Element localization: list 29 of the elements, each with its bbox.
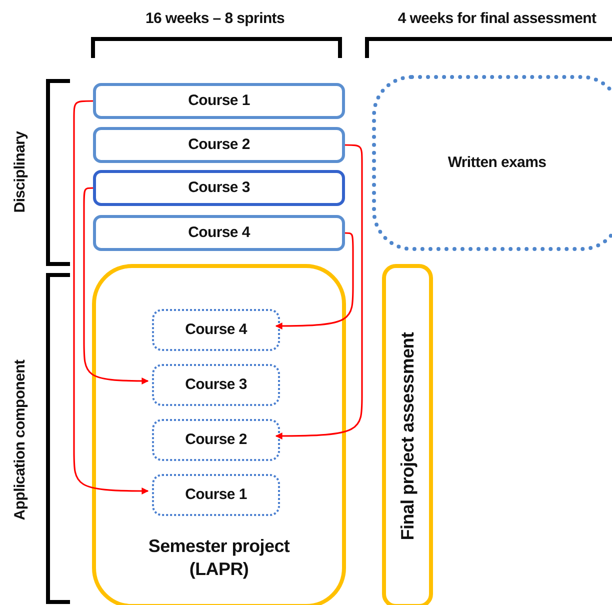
column-label: 4 weeks for final assessment (398, 10, 596, 27)
course-box (152, 474, 280, 516)
course-box (152, 364, 280, 406)
node-label: Course 3 (185, 376, 247, 394)
node-label: Semester project (LAPR) (147, 535, 291, 580)
assessment-box (382, 264, 433, 605)
node-label: Written exams (448, 154, 546, 172)
node-label: Course 2 (188, 136, 250, 154)
node-label: Course 1 (188, 92, 250, 110)
node-label: Course 2 (185, 430, 247, 450)
node-label: Course 4 (188, 224, 250, 242)
arrow (275, 144, 363, 440)
arrow (73, 100, 149, 494)
node-label: Course 1 (185, 486, 247, 504)
arrow (83, 187, 149, 384)
arrow (275, 232, 354, 330)
row-label: Disciplinary (12, 131, 28, 213)
course-box (152, 309, 280, 351)
node-label: Final project assessment (396, 332, 418, 540)
course-box (93, 127, 345, 163)
course-box (93, 170, 345, 206)
project-container (92, 264, 346, 605)
course-box (93, 215, 345, 251)
node-label: Course 4 (185, 320, 247, 340)
column-label: 16 weeks – 8 sprints (145, 10, 285, 27)
node-label: Course 3 (188, 178, 250, 198)
row-label: Application component (12, 360, 28, 520)
course-box (93, 83, 345, 119)
course-box (152, 419, 280, 461)
